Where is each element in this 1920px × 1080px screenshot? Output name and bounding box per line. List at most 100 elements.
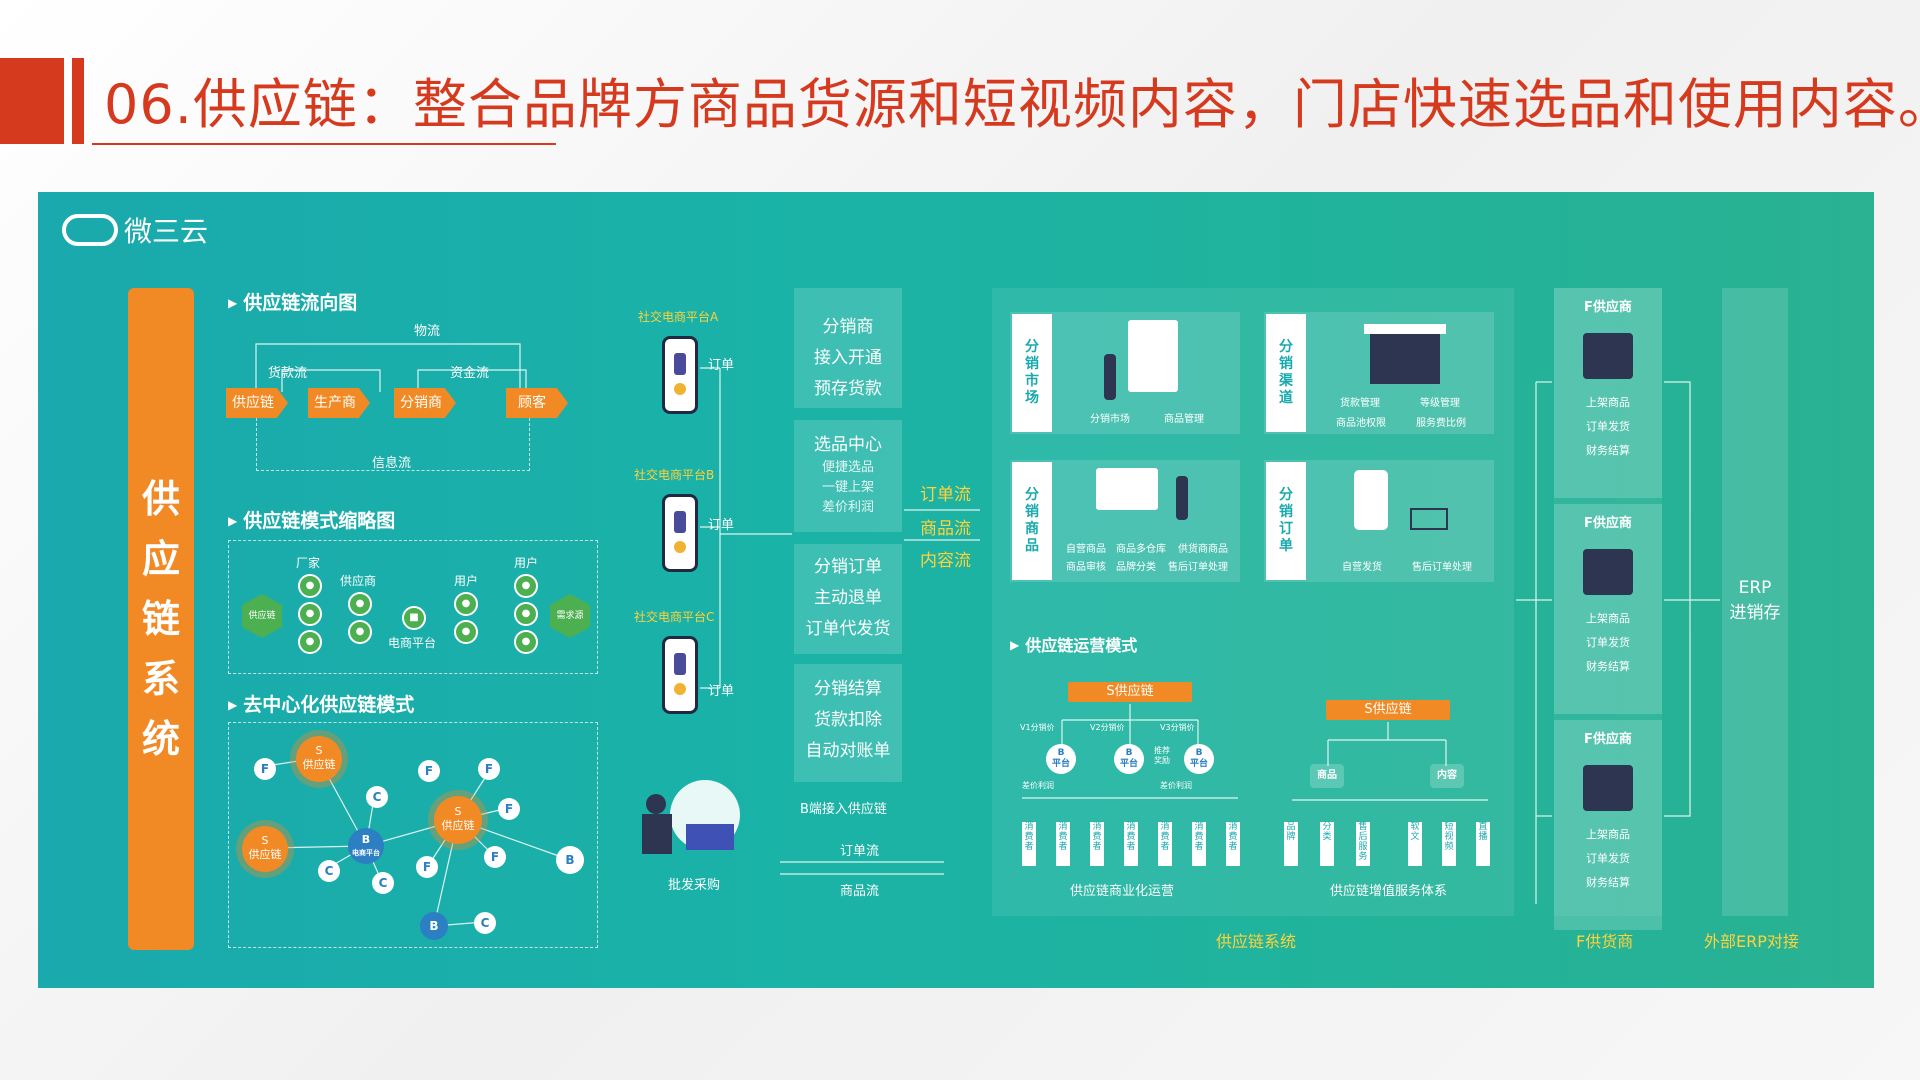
side-char: 统 [141, 717, 180, 761]
f-node: F [254, 758, 276, 780]
s-letter: S [315, 744, 323, 757]
order-label: 订单 [708, 518, 735, 533]
wholesale-illustration [640, 780, 740, 866]
consumer-bar: 消费者 [1056, 822, 1070, 866]
tab-char: 订 [1279, 521, 1293, 537]
flow-info-box [256, 418, 530, 471]
f-node: F [418, 760, 440, 782]
supplier-title: F供应商 [1584, 516, 1632, 531]
b-letter: B [1125, 748, 1133, 758]
price-label: V2分销价 [1090, 723, 1125, 732]
footer-erp: 外部ERP对接 [1704, 932, 1799, 951]
tab-char: 销 [1025, 356, 1039, 372]
flow-content: 内容流 [920, 551, 971, 571]
card-label: 服务费比例 [1416, 418, 1466, 429]
mid-title: 选品中心 [814, 435, 882, 455]
person-illustration [1104, 354, 1116, 400]
card-label: 商品管理 [1164, 414, 1204, 425]
platform-label: 平台 [1189, 759, 1208, 769]
mid-box-distributor: 分销商 接入开通 预存货款 [794, 288, 902, 408]
supplier-line: 订单发货 [1586, 852, 1630, 865]
goods-node: 商品 [1310, 764, 1344, 788]
service-bar: 短视频 [1442, 822, 1456, 866]
card-label: 货款管理 [1340, 398, 1380, 409]
user-icon: ● [298, 630, 322, 654]
consumer-bar: 消费者 [1226, 822, 1240, 866]
mid-line: 自动对账单 [805, 741, 891, 761]
supplier-illustration [1583, 549, 1633, 595]
f-node: F [478, 758, 500, 780]
supplier-line: 上架商品 [1586, 612, 1630, 625]
mode-label-user: 用户 [514, 556, 539, 570]
cart-illustration [1410, 508, 1448, 530]
mid-line: 货款扣除 [814, 710, 882, 730]
tab-char: 品 [1025, 538, 1039, 554]
consumer-bar: 消费者 [1090, 822, 1104, 866]
consumer-bar: 消费者 [1192, 822, 1206, 866]
mid-line: 分销订单 [814, 557, 882, 577]
tab-char: 销 [1025, 504, 1039, 520]
tab-char: 渠 [1279, 373, 1293, 389]
tab-char: 市 [1025, 373, 1039, 389]
card-tab: 分销商品 [1012, 462, 1052, 580]
side-title-pill: 供 应 链 系 统 [128, 288, 194, 950]
s-supply-tag: S供应链 [1068, 682, 1192, 702]
person-illustration [1176, 476, 1188, 520]
erp-title: ERP [1738, 578, 1772, 598]
user-icon: ● [298, 574, 322, 598]
mid-line: 订单代发货 [805, 619, 891, 639]
mid-box-orders: 分销订单 主动退单 订单代发货 [794, 544, 902, 654]
diagram-panel [38, 192, 1874, 988]
mode-label-platform: 电商平台 [388, 636, 437, 650]
order-label: 订单 [708, 358, 735, 373]
f-node: F [416, 856, 438, 878]
supplier-illustration [1583, 765, 1633, 811]
decentral-box [228, 722, 598, 948]
f-node: F [484, 846, 506, 868]
supplier-line: 订单发货 [1586, 636, 1630, 649]
mode-label-user: 用户 [454, 574, 479, 588]
goods-illustration [1096, 468, 1158, 510]
card-label: 商品多仓库 [1116, 544, 1166, 555]
user-icon: ● [348, 620, 372, 644]
s-label: 供应链 [302, 758, 336, 771]
order-label: 订单 [708, 684, 735, 699]
cloud-logo-icon [62, 214, 118, 246]
flow-label-info: 信息流 [372, 456, 412, 471]
order-flow-label: 订单流 [840, 844, 880, 859]
b-letter: B [361, 833, 371, 846]
mid-line: 差价利润 [821, 500, 874, 515]
title-accent-bar [0, 58, 64, 144]
flow-label-logistics: 物流 [414, 324, 441, 339]
b-letter: B [1057, 748, 1065, 758]
s-label: 供应链 [248, 848, 282, 861]
b-node: B [420, 912, 448, 940]
page-title: 06.供应链：整合品牌方商品货源和短视频内容，门店快速选品和使用内容。 [104, 73, 1920, 136]
tab-char: 道 [1279, 390, 1293, 406]
tab-char: 单 [1279, 538, 1293, 554]
margin-label: 差价利润 [1160, 781, 1192, 790]
section-heading-ops: 供应链运营模式 [1010, 632, 1137, 656]
phone-icon [662, 494, 698, 572]
supplier-line: 财务结算 [1586, 444, 1630, 457]
supplier-column [1554, 288, 1662, 916]
mid-line: 接入开通 [814, 348, 882, 368]
platform-b-label: 社交电商平台B [634, 468, 715, 482]
card-tab: 分销市场 [1012, 314, 1052, 432]
supplier-box: F供应商 上架商品 订单发货 财务结算 [1554, 288, 1662, 498]
price-label: V1分销价 [1020, 723, 1055, 732]
user-icon: ● [514, 602, 538, 626]
flow-order: 订单流 [920, 485, 971, 505]
store-awning [1364, 324, 1446, 334]
user-icon: ● [454, 620, 478, 644]
supplier-line: 订单发货 [1586, 420, 1630, 433]
section-heading-decentral: 去中心化供应链模式 [228, 690, 414, 717]
store-illustration [1370, 326, 1440, 384]
user-icon: ● [298, 602, 322, 626]
flow-label-funds: 资金流 [450, 366, 490, 381]
b-node: B [556, 846, 584, 874]
supplier-line: 上架商品 [1586, 396, 1630, 409]
